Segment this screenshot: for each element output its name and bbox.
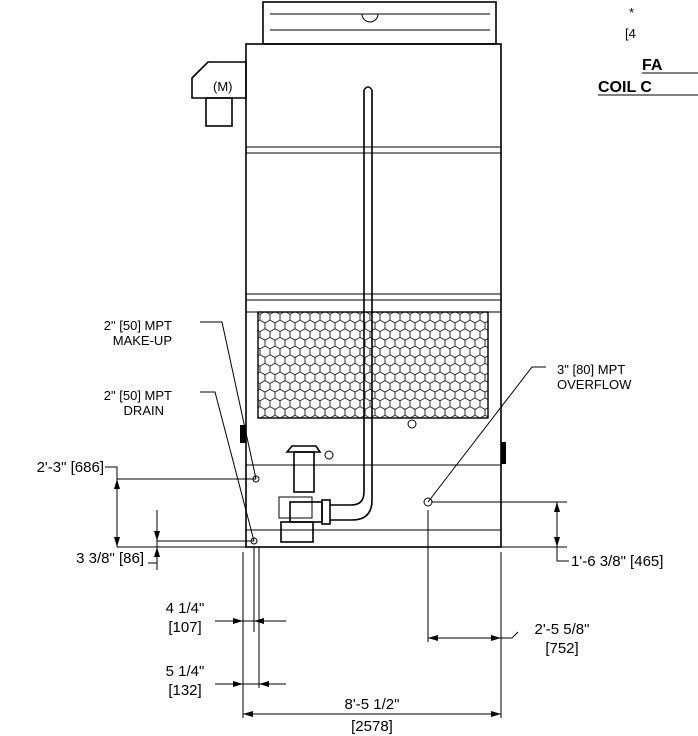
left-flange bbox=[240, 425, 246, 443]
overflow-dim-leader bbox=[556, 547, 569, 562]
pump-flange bbox=[321, 499, 331, 525]
fan-guard bbox=[262, 1, 497, 45]
header-bracket-fragment: [4 bbox=[625, 26, 636, 41]
pump-motor-cap bbox=[285, 445, 322, 453]
drain-dim-arrow-top bbox=[154, 531, 160, 541]
bottom-horizontal-dimensions: 4 1/4" [107] 5 1/4" [132] 2'-5 5/8" [752… bbox=[166, 510, 590, 735]
overflow-offset-line2: [752] bbox=[545, 640, 578, 657]
pump-volute bbox=[278, 496, 313, 519]
overflow-size-label: 3" [80] MPT bbox=[557, 362, 625, 377]
overflow-dim-arrow-bottom bbox=[554, 537, 560, 547]
makeup-size-label: 2" [50] MPT bbox=[104, 318, 172, 333]
makeup-dim-arrow-bottom bbox=[114, 537, 120, 547]
riser-pipe-left bbox=[330, 90, 365, 506]
overflow-height-dimension: 1'-6 3/8" [465] bbox=[432, 501, 663, 570]
pump-outlet bbox=[289, 501, 323, 523]
drain-offset-line2: [107] bbox=[168, 619, 201, 636]
overflow-dim-arrow-top bbox=[554, 502, 560, 512]
overflow-height-dim: 1'-6 3/8" [465] bbox=[571, 553, 663, 570]
drain-dim-leader bbox=[148, 562, 158, 570]
makeup-offset-arrow-left bbox=[233, 681, 243, 687]
header-asterisk: * bbox=[629, 5, 634, 20]
motor-housing: (M) bbox=[191, 61, 247, 127]
overflow-offset-arrow-left bbox=[428, 635, 438, 641]
drain-offset-arrow-left bbox=[233, 618, 243, 624]
drain-offset-line1: 4 1/4" bbox=[166, 600, 205, 617]
pump-motor bbox=[293, 451, 315, 493]
drain-size-label: 2" [50] MPT bbox=[104, 388, 172, 403]
right-flange bbox=[501, 442, 506, 464]
left-vertical-dimensions: 2'-3" [686] 3 3/8" [86] bbox=[37, 459, 256, 570]
makeup-height-dim: 2'-3" [686] bbox=[37, 459, 104, 476]
riser-pipe-right bbox=[330, 90, 373, 521]
overall-width-line1: 8'-5 1/2" bbox=[345, 696, 400, 713]
overflow-name-label: OVERFLOW bbox=[557, 377, 632, 392]
riser-pipe-top bbox=[363, 86, 373, 91]
drain-offset-arrow-right bbox=[254, 618, 264, 624]
overflow-leader bbox=[427, 366, 546, 503]
casing-outline bbox=[245, 43, 502, 548]
makeup-offset-line1: 5 1/4" bbox=[166, 663, 205, 680]
tower-casing bbox=[240, 43, 506, 548]
drain-dim-arrow-bottom bbox=[154, 547, 160, 557]
pump-base bbox=[280, 521, 314, 543]
makeup-dim-leader bbox=[105, 466, 118, 479]
basin-port-1 bbox=[324, 450, 334, 460]
header-title-line1: FA bbox=[642, 57, 663, 74]
motor-box bbox=[191, 61, 247, 99]
makeup-leader bbox=[200, 321, 257, 480]
drain-name-label: DRAIN bbox=[124, 403, 164, 418]
header-title-line2: COIL C bbox=[598, 79, 652, 96]
overflow-offset-line1: 2'-5 5/8" bbox=[535, 621, 590, 638]
motor-body bbox=[205, 97, 233, 127]
makeup-offset-line2: [132] bbox=[168, 682, 201, 699]
overall-width-arrow-left bbox=[243, 711, 253, 717]
air-inlet-louver bbox=[257, 311, 489, 419]
makeup-dim-arrow-top bbox=[114, 479, 120, 489]
header-fragment: * [4 FA COIL C bbox=[598, 5, 698, 96]
drain-height-dim: 3 3/8" [86] bbox=[76, 550, 144, 567]
pump-and-riser bbox=[278, 86, 417, 543]
overall-width-arrow-right bbox=[491, 711, 501, 717]
motor-label: (M) bbox=[213, 79, 233, 94]
overflow-offset-leader bbox=[501, 631, 519, 639]
makeup-offset-arrow-right bbox=[259, 681, 269, 687]
drain-leader bbox=[200, 391, 255, 542]
louver-panel bbox=[257, 311, 489, 419]
basin-port-2 bbox=[407, 419, 417, 429]
overall-width-line2: [2578] bbox=[351, 718, 393, 735]
fan-guard-outline bbox=[262, 1, 497, 45]
overflow-offset-arrow-right bbox=[491, 635, 501, 641]
makeup-name-label: MAKE-UP bbox=[113, 333, 172, 348]
fan-guard-center-notch bbox=[361, 13, 379, 23]
